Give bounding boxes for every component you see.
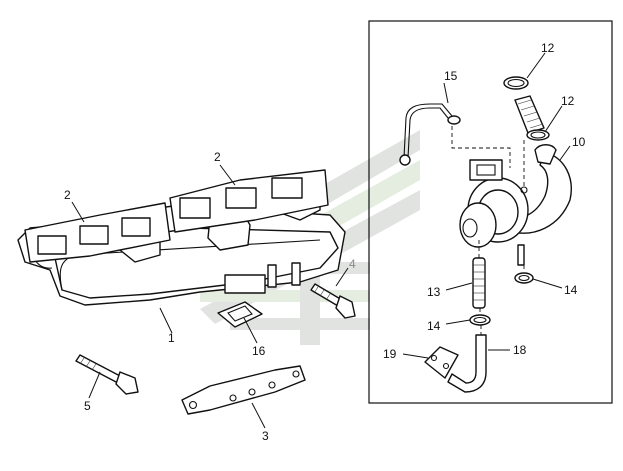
oil-drain-pipe: [447, 334, 487, 393]
callout-12-bottom: 12: [561, 94, 575, 108]
callout-5: 5: [84, 399, 91, 413]
long-bolt: [75, 354, 139, 395]
drain-hose-clamp-lower: [469, 314, 491, 326]
callout-18: 18: [513, 343, 527, 357]
oil-feed-line: [399, 103, 461, 166]
drain-hose-clamp-upper: [514, 272, 534, 284]
callout-14-lower: 14: [427, 319, 441, 333]
exhaust-gasket-right: [169, 169, 329, 233]
turbocharger-group-frame: [368, 20, 613, 404]
drain-pipe-flange: [424, 346, 459, 379]
callout-14-upper: 14: [564, 283, 578, 297]
intake-hose-clamp-top: [503, 76, 529, 90]
leader-lines: [71, 52, 571, 429]
support-bracket: [181, 365, 306, 415]
manifold-bolt: [310, 283, 356, 319]
callout-4: 4: [349, 257, 356, 271]
callout-16: 16: [252, 344, 266, 358]
callout-2-left: 2: [64, 188, 71, 202]
callout-10: 10: [572, 135, 586, 149]
assembly-lines: [451, 126, 525, 335]
callout-19: 19: [383, 347, 397, 361]
callout-3: 3: [262, 429, 269, 443]
oil-drain-hose: [472, 257, 486, 309]
callout-12-top: 12: [541, 41, 555, 55]
exhaust-gasket-left: [24, 202, 171, 263]
callout-1: 1: [168, 331, 175, 345]
intake-hose: [514, 95, 545, 134]
callout-13: 13: [427, 285, 441, 299]
flange-gasket: [217, 301, 263, 328]
turbocharger: [459, 144, 572, 266]
intake-hose-clamp-bottom: [526, 129, 550, 141]
callout-2-right: 2: [214, 150, 221, 164]
callout-15: 15: [444, 69, 458, 83]
callouts: 1 2 2 3 4 5 10 12 12 13 14 14 15 16 18 1…: [64, 41, 586, 443]
